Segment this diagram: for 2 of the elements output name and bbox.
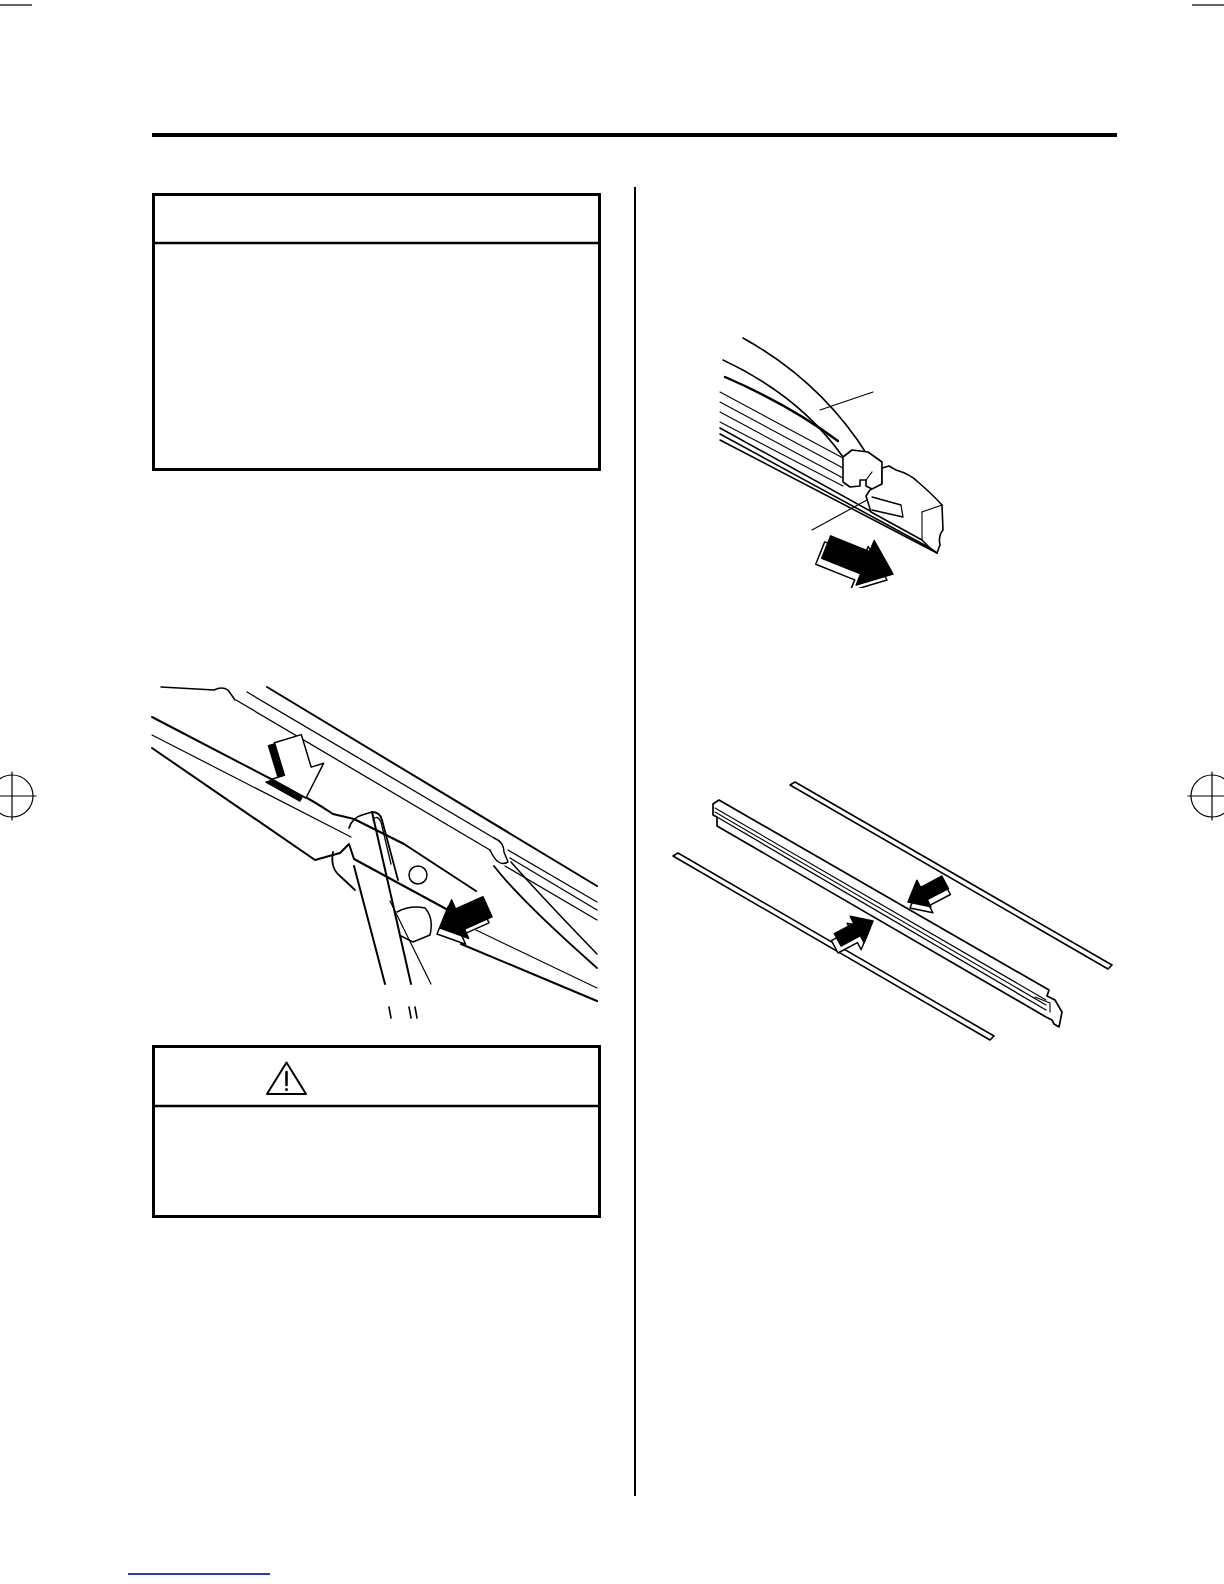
caution-panel [152, 1045, 601, 1218]
note-panel [152, 193, 601, 471]
